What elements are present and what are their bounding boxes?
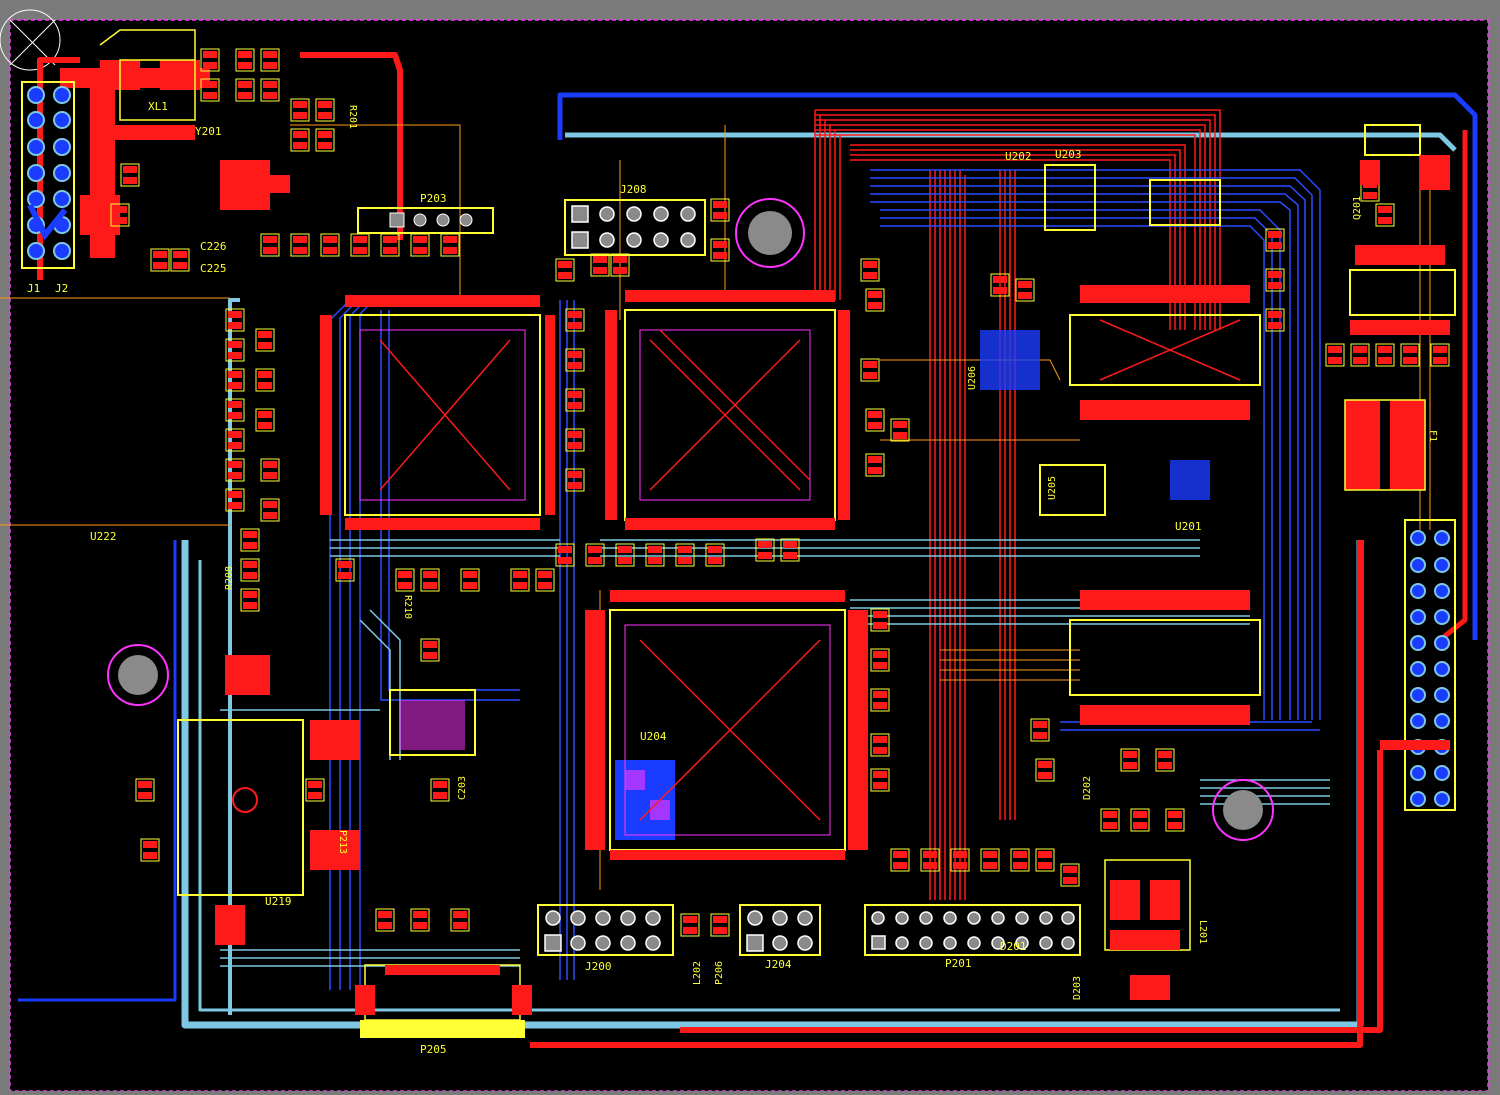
label-u219: U219	[265, 895, 292, 908]
label-f1: F1	[1427, 430, 1438, 442]
header-p203-top	[357, 207, 494, 234]
header-j204	[739, 904, 821, 956]
board-outline	[9, 19, 1489, 1092]
connector-p205	[355, 964, 532, 1038]
label-p213: P213	[337, 830, 348, 854]
label-c225: C225	[200, 262, 227, 275]
label-c226: C226	[200, 240, 227, 253]
qfp-pad-rows	[320, 245, 1450, 860]
u219-body	[215, 655, 360, 945]
header-j1-pins	[21, 81, 75, 269]
label-j208: J208	[620, 183, 647, 196]
label-y201: Y201	[195, 125, 222, 138]
label-u202: U202	[1005, 150, 1032, 163]
top-left-power-section	[60, 29, 290, 258]
smd-passives	[110, 48, 1450, 937]
label-r210: R210	[402, 595, 413, 619]
label-p206: P206	[714, 961, 725, 985]
label-l202: L202	[692, 961, 703, 985]
header-j208	[564, 199, 706, 256]
label-q201: Q201	[1352, 196, 1363, 220]
bottom-perimeter-traces	[18, 52, 1478, 1048]
label-u205: U205	[1047, 476, 1058, 500]
label-l201: L201	[1197, 920, 1208, 944]
label-p201: P201	[945, 957, 972, 970]
top-copper-bus-horizontal	[814, 109, 1221, 900]
ic-fanout-diagonals	[379, 319, 1241, 821]
label-j200: J200	[585, 960, 612, 973]
label-r201: R201	[347, 105, 358, 129]
bottom-copper-bus	[329, 169, 1321, 990]
label-d201: D201	[1000, 940, 1027, 953]
label-d202: D202	[1082, 776, 1093, 800]
label-c203: C203	[457, 776, 468, 800]
label-u206: U206	[967, 366, 978, 390]
label-d203: D203	[1072, 976, 1083, 1000]
label-j1: J1	[27, 282, 40, 295]
label-u201: U201	[1175, 520, 1202, 533]
label-xl1: XL1	[148, 100, 168, 113]
label-p205: P205	[420, 1043, 447, 1056]
right-power-section	[1104, 155, 1450, 1000]
label-r208: R208	[224, 566, 235, 590]
header-p201	[864, 904, 1081, 956]
header-j200	[537, 904, 674, 956]
label-j2: J2	[55, 282, 68, 295]
label-u203: U203	[1055, 148, 1082, 161]
mounting-hole-icon	[107, 198, 1274, 841]
label-p203-top: P203	[420, 192, 447, 205]
label-u204: U204	[640, 730, 667, 743]
label-j204: J204	[765, 958, 792, 971]
header-right-vertical	[1380, 519, 1456, 811]
label-u222: U222	[90, 530, 117, 543]
